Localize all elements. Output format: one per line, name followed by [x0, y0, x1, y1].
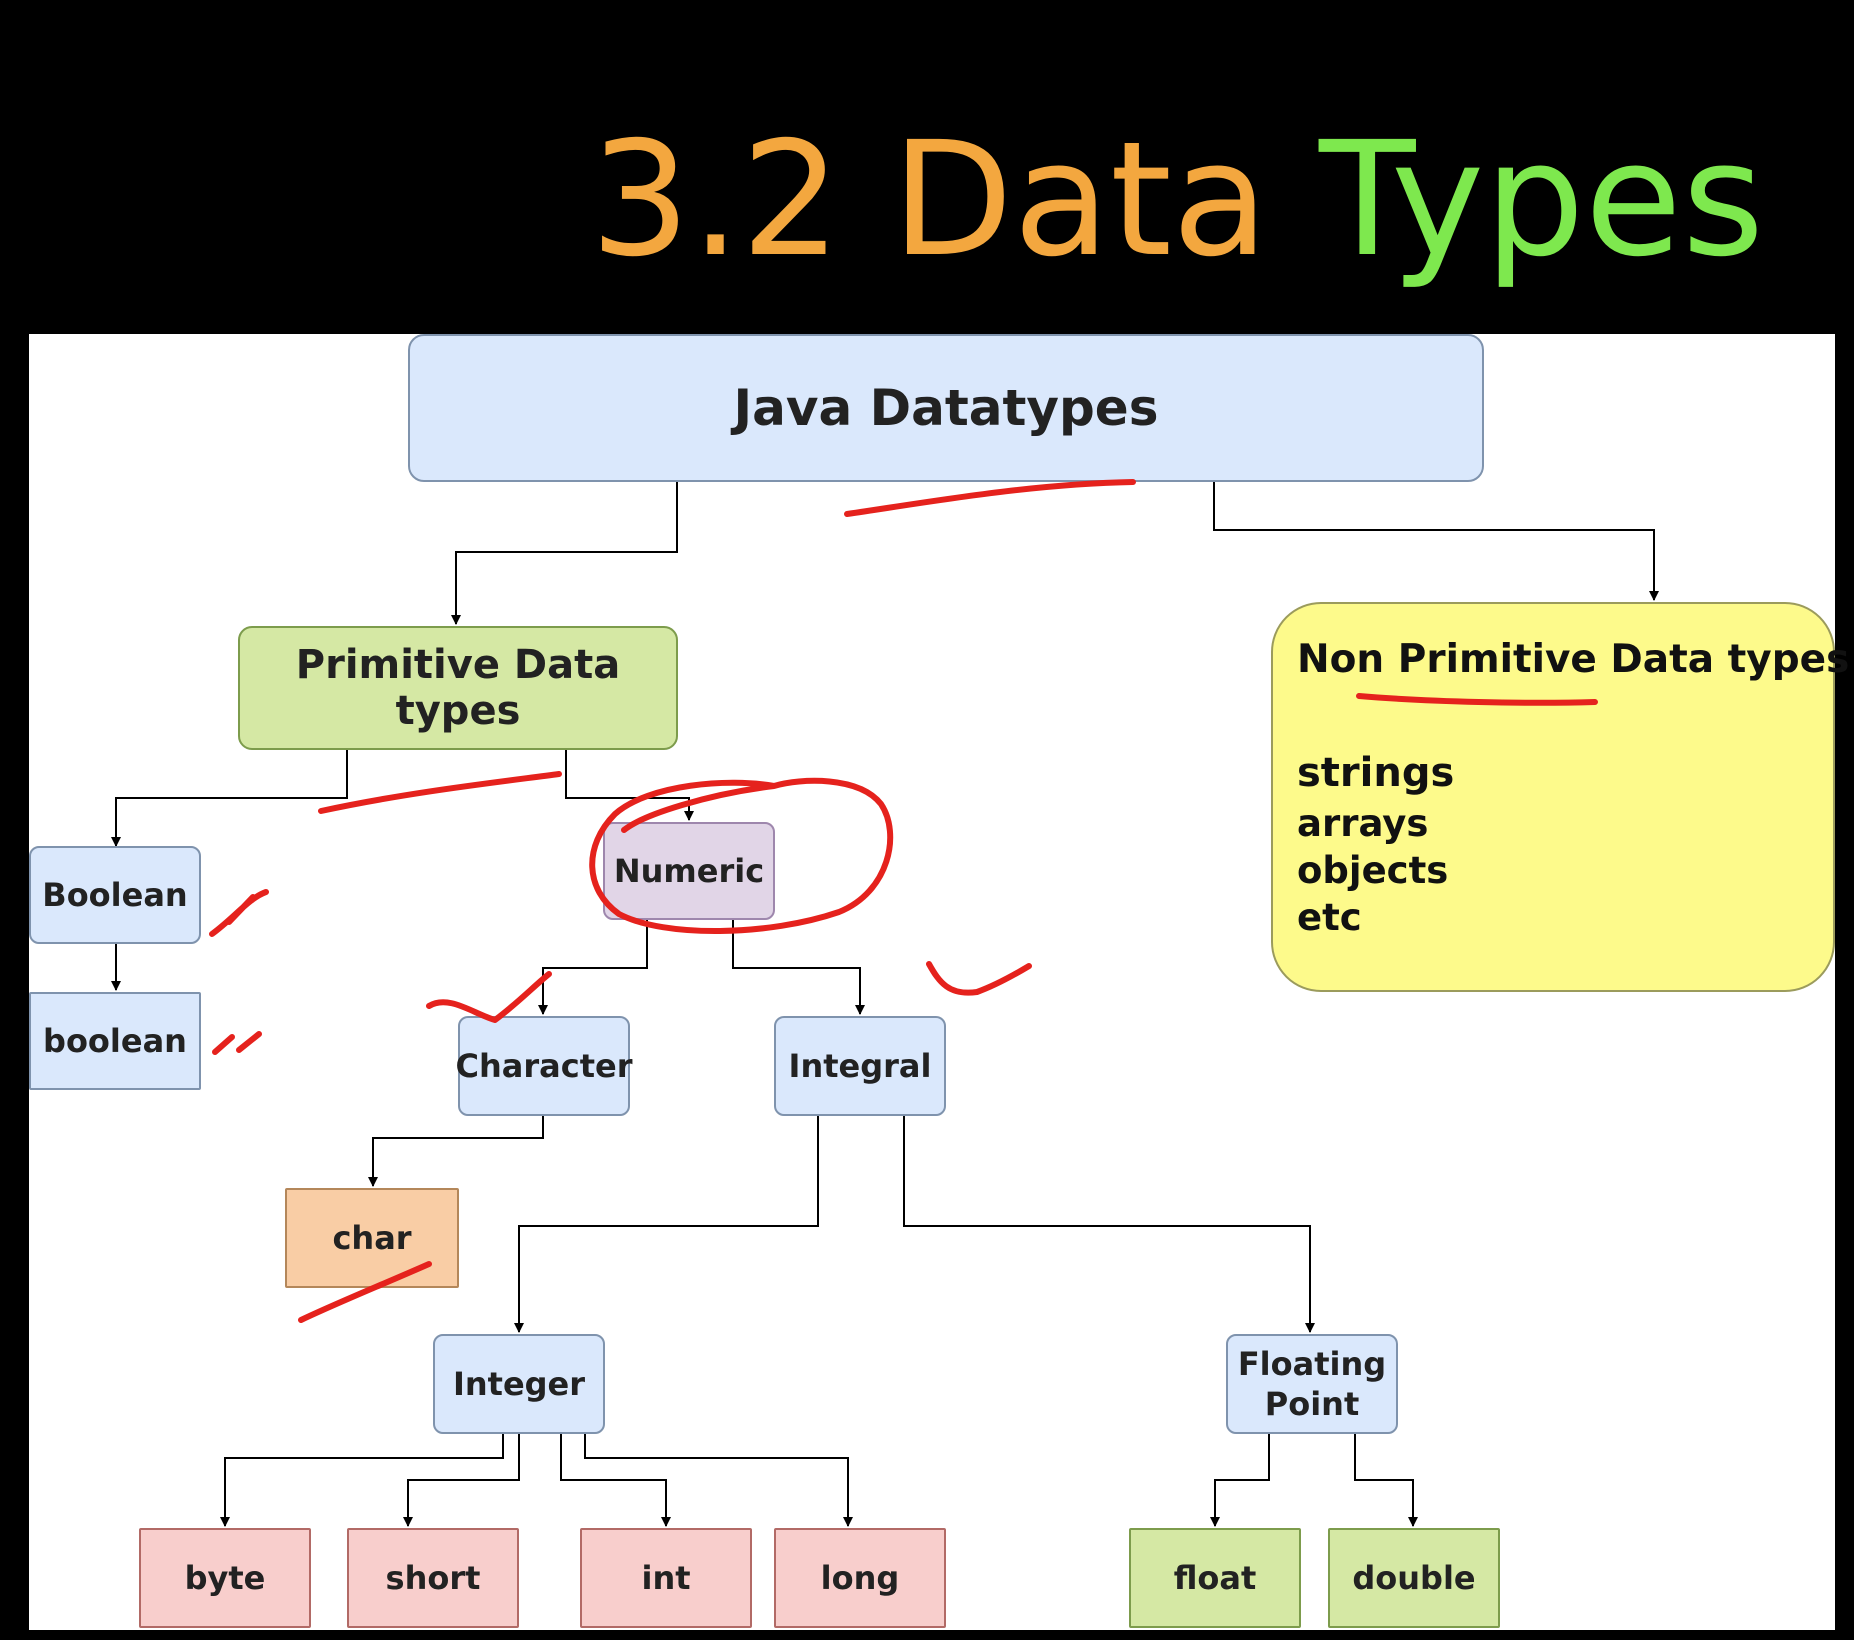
connector-integer-to-byte: [220, 1434, 504, 1527]
node-char-label: char: [332, 1219, 412, 1257]
node-character: Character: [455, 1016, 633, 1116]
connector-java-to-nonprimitive: [1213, 482, 1659, 601]
node-char-type: char: [285, 1188, 459, 1288]
connector-floating-to-double: [1354, 1434, 1418, 1527]
diagram-canvas: Java Datatypes Primitive Data types Non …: [29, 334, 1850, 1630]
node-boolean-type-label: boolean: [43, 1022, 187, 1060]
connector-floating-to-float: [1210, 1434, 1270, 1527]
title-part-2: Types: [1319, 108, 1765, 292]
node-numeric-label: Numeric: [613, 852, 765, 890]
connector-integer-to-long: [584, 1434, 853, 1527]
connector-java-to-primitive: [451, 482, 678, 625]
node-double-label: double: [1352, 1559, 1476, 1597]
node-floating-point-label-line1: Floating: [1237, 1345, 1387, 1383]
node-boolean-category-label: Boolean: [42, 876, 188, 914]
node-character-label: Character: [455, 1047, 633, 1085]
slide-title: 3.2 Data Types: [590, 100, 1764, 300]
node-primitive-label: Primitive Data types: [295, 642, 621, 734]
node-floating-point-label-line2: Point: [1264, 1385, 1360, 1423]
list-item: objects: [1297, 849, 1449, 892]
node-boolean-type: boolean: [29, 992, 201, 1090]
node-double: double: [1328, 1528, 1500, 1628]
connector-layer: [111, 482, 1659, 1527]
node-integral-label: Integral: [788, 1047, 932, 1085]
node-java-datatypes: Java Datatypes: [408, 334, 1484, 482]
node-java-datatypes-label: Java Datatypes: [733, 379, 1159, 437]
node-float-label: float: [1173, 1559, 1257, 1597]
connector-integral-to-floating-point: [903, 1116, 1315, 1333]
connector-primitive-to-boolean: [111, 750, 348, 847]
list-item: etc: [1297, 896, 1362, 939]
non-primitive-list: strings arrays objects etc: [1297, 746, 1833, 941]
connector-integral-to-integer: [514, 1116, 819, 1333]
node-short-label: short: [385, 1559, 481, 1597]
node-non-primitive-data-types: Non Primitive Data types strings arrays …: [1271, 602, 1850, 992]
connector-integer-to-int: [560, 1434, 671, 1527]
list-item: arrays: [1297, 802, 1429, 845]
node-int: int: [580, 1528, 752, 1628]
node-long-label: long: [820, 1559, 900, 1597]
node-non-primitive-heading: Non Primitive Data types: [1297, 637, 1850, 682]
list-item: strings: [1297, 750, 1455, 796]
node-integer-label: Integer: [452, 1365, 586, 1403]
connector-primitive-to-numeric: [565, 750, 694, 821]
node-byte: byte: [139, 1528, 311, 1628]
title-part-1: 3.2 Data: [590, 108, 1269, 292]
node-numeric: Numeric: [603, 822, 775, 920]
node-byte-label: byte: [184, 1559, 266, 1597]
connector-integer-to-short: [403, 1434, 520, 1527]
node-boolean-category: Boolean: [29, 846, 201, 944]
node-short: short: [347, 1528, 519, 1628]
node-int-label: int: [641, 1559, 691, 1597]
connector-numeric-to-integral: [732, 920, 865, 1015]
node-float: float: [1129, 1528, 1301, 1628]
node-integral: Integral: [774, 1016, 946, 1116]
node-floating-point: Floating Point: [1226, 1334, 1398, 1434]
connector-numeric-to-character: [538, 920, 648, 1015]
node-integer: Integer: [433, 1334, 605, 1434]
node-long: long: [774, 1528, 946, 1628]
connector-character-to-char: [368, 1116, 544, 1187]
node-primitive-data-types: Primitive Data types: [238, 626, 678, 750]
